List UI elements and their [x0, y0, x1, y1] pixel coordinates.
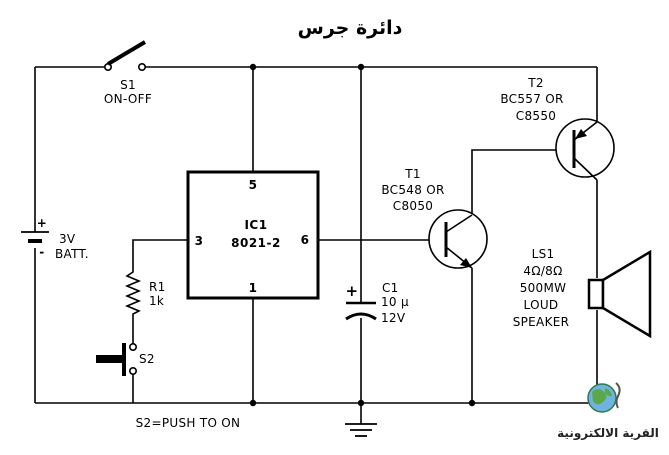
- battery-symbol: [21, 231, 49, 243]
- diagram-title: دائرة جرس: [298, 17, 403, 39]
- junction-dot: [468, 399, 476, 407]
- ic1-part: 8021-2: [231, 236, 281, 250]
- switch-contact: [129, 342, 138, 351]
- speaker-cone: [601, 249, 652, 339]
- switch-contact: [138, 62, 147, 71]
- t2-ref: T2: [527, 76, 544, 90]
- t2-envelope: [555, 118, 615, 178]
- ic1-pin6: 6: [301, 233, 310, 247]
- t2-collector: [573, 157, 598, 181]
- t2-alt: C8550: [516, 109, 556, 123]
- battery-desc: BATT.: [55, 247, 89, 261]
- junction-dot: [249, 63, 257, 71]
- s2-ref: S2: [139, 352, 155, 366]
- ic1-body: [186, 170, 320, 300]
- battery-plus: +: [37, 216, 48, 230]
- ls1-desc2: SPEAKER: [513, 315, 570, 329]
- switch-lever: [106, 40, 147, 66]
- t1-envelope: [428, 209, 488, 269]
- logo-text: القرية الالكترونية: [557, 426, 659, 441]
- transistor-t1: [428, 209, 488, 269]
- r1-value: 1k: [149, 294, 164, 308]
- speaker-icon: [587, 249, 652, 339]
- speaker-magnet: [587, 278, 605, 310]
- capacitor-c1: [345, 301, 377, 321]
- t1-alt: C8050: [393, 199, 433, 213]
- ic1-ref: IC1: [244, 218, 267, 232]
- switch-s2: [96, 342, 138, 376]
- t1-ref: T1: [404, 167, 421, 181]
- wire-t1-collector: [471, 149, 574, 215]
- t1-part: BC548 OR: [381, 183, 444, 197]
- logo-swoosh: [615, 382, 621, 409]
- resistor-r1: [124, 268, 142, 318]
- ground-icon: [345, 423, 377, 437]
- junction-dot: [249, 399, 257, 407]
- battery-value: 3V: [59, 232, 76, 246]
- ls1-desc1: LOUD: [524, 298, 559, 312]
- s2-note: S2=PUSH TO ON: [136, 416, 241, 430]
- ls1-impedance: 4Ω/8Ω: [523, 264, 562, 278]
- ls1-power: 500MW: [520, 281, 567, 295]
- globe-land: [592, 389, 607, 405]
- c1-plus: +: [345, 282, 358, 300]
- s1-desc: ON-OFF: [104, 92, 152, 106]
- r1-ref: R1: [149, 280, 166, 294]
- junction-dot: [357, 399, 365, 407]
- logo: القرية الالكترونية: [557, 382, 659, 441]
- capacitor-plate-curved: [345, 312, 377, 321]
- switch-contact: [129, 366, 138, 375]
- switch-s1: [104, 40, 147, 71]
- wires: [34, 66, 598, 424]
- globe-land: [605, 388, 612, 397]
- c1-voltage: 12V: [381, 311, 406, 325]
- junction-dot: [357, 63, 365, 71]
- ic1-pin3: 3: [195, 234, 204, 248]
- ic1-pin1: 1: [249, 281, 258, 295]
- junctions: [249, 63, 476, 407]
- ls1-ref: LS1: [532, 247, 555, 261]
- t1-emitter-arrow: [460, 258, 472, 268]
- s1-ref: S1: [120, 78, 136, 92]
- t2-emitter-arrow: [575, 129, 587, 139]
- transistor-t2: [555, 118, 615, 181]
- t1-collector: [445, 214, 473, 233]
- c1-ref: C1: [382, 281, 399, 295]
- wire-pin3: [132, 239, 188, 268]
- c1-value: 10 µ: [381, 295, 409, 309]
- battery-minus: -: [39, 245, 44, 259]
- t2-part: BC557 OR: [500, 92, 563, 106]
- ic1-pin5: 5: [249, 178, 258, 192]
